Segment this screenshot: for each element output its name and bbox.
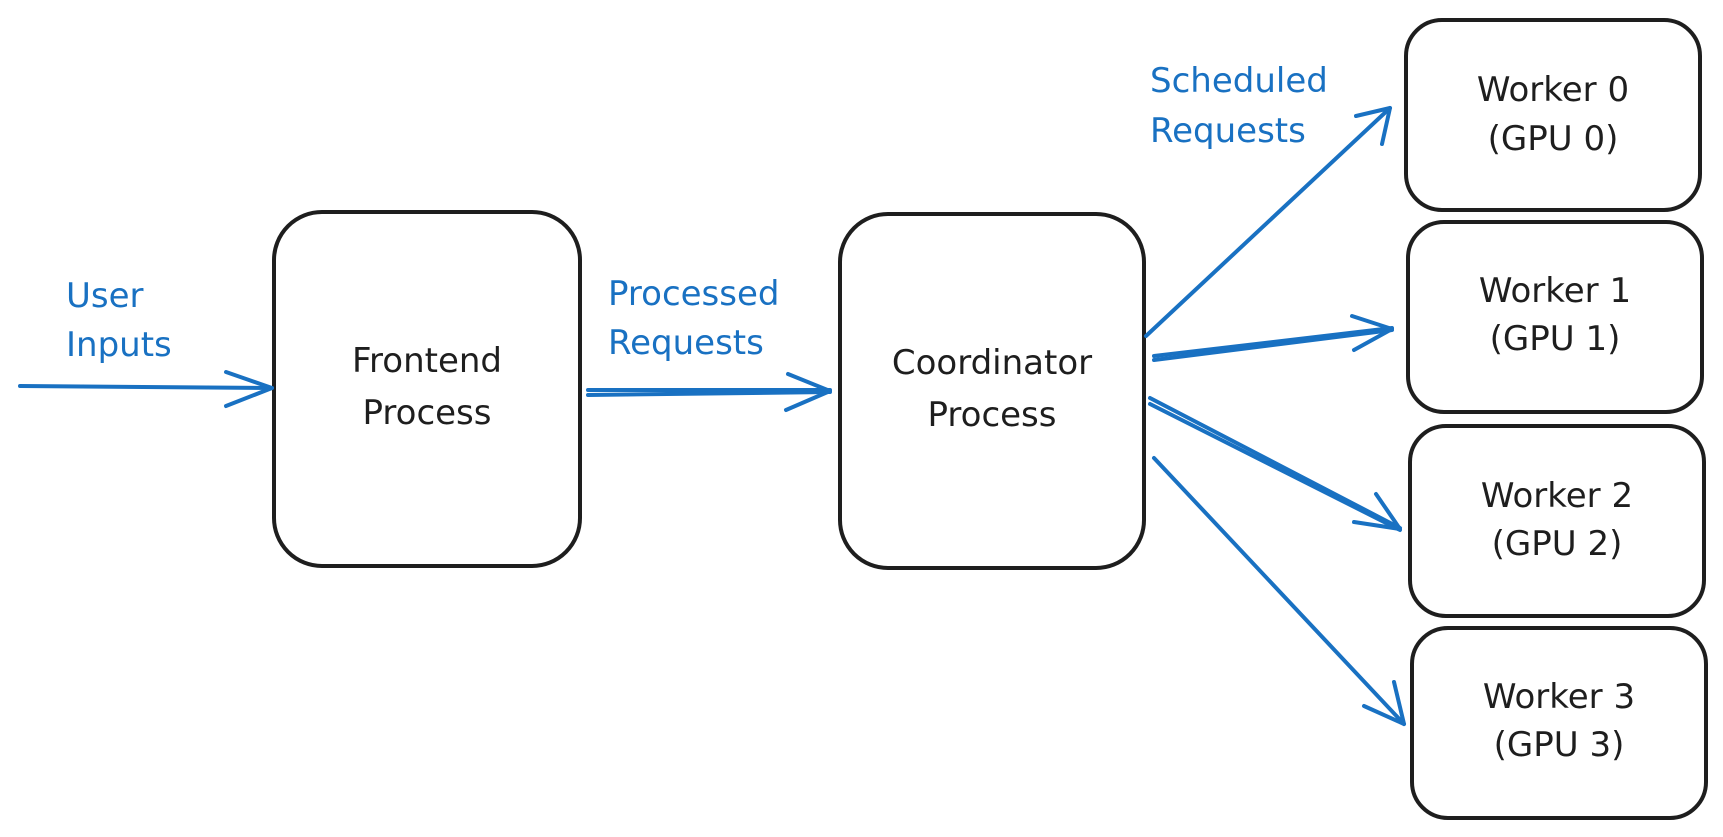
worker-1-label-line1: Worker 1 [1479,271,1631,311]
scheduled-requests-label-line2: Requests [1150,111,1306,151]
worker-0-node[interactable]: Worker 0 (GPU 0) [1404,18,1702,212]
scheduled-arrow-worker-2[interactable] [1148,396,1402,532]
coordinator-process-node[interactable]: Coordinator Process [838,212,1146,570]
worker-0-label-line2: (GPU 0) [1488,119,1619,159]
worker-2-label-line2: (GPU 2) [1492,524,1623,564]
worker-1-node[interactable]: Worker 1 (GPU 1) [1406,220,1704,414]
scheduled-arrow-worker-1[interactable] [1152,314,1394,362]
user-inputs-arrow[interactable] [18,370,274,408]
scheduled-arrow-worker-3[interactable] [1152,456,1406,726]
processed-requests-label-line2: Requests [608,323,764,363]
processed-requests-label-line1: Processed [608,274,779,314]
coordinator-label-line1: Coordinator [892,343,1092,383]
worker-1-label-line2: (GPU 1) [1490,319,1621,359]
frontend-label-line1: Frontend [352,341,502,381]
scheduled-requests-label-line1: Scheduled [1150,61,1328,101]
frontend-label-line2: Process [363,393,492,433]
processed-requests-arrow[interactable] [586,372,832,412]
worker-0-label-line1: Worker 0 [1477,70,1629,110]
worker-3-label-line1: Worker 3 [1483,677,1635,717]
worker-3-label-line2: (GPU 3) [1494,725,1625,765]
worker-2-label-line1: Worker 2 [1481,476,1633,516]
scheduled-arrow-worker-0[interactable] [1144,106,1392,338]
coordinator-label-line2: Process [928,395,1057,435]
worker-2-node[interactable]: Worker 2 (GPU 2) [1408,424,1706,618]
frontend-process-node[interactable]: Frontend Process [272,210,582,568]
user-inputs-label-line2: Inputs [66,325,172,365]
worker-3-node[interactable]: Worker 3 (GPU 3) [1410,626,1708,820]
user-inputs-label-line1: User [66,276,144,316]
